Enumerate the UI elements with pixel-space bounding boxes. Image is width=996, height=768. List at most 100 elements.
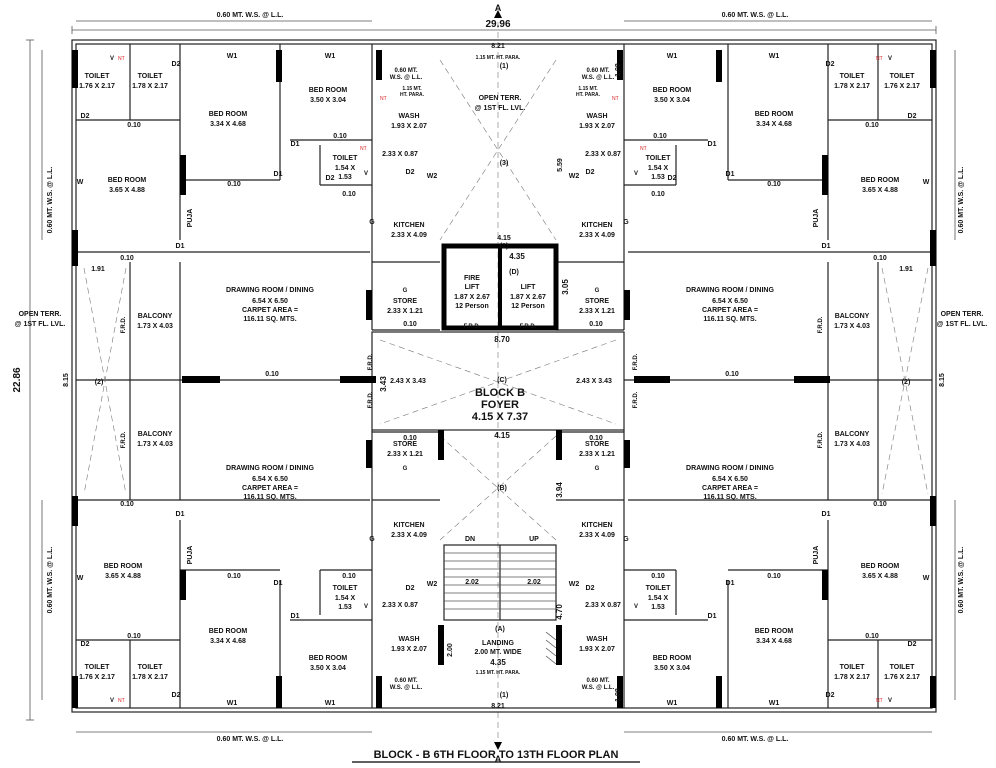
- carpet-tr-1: CARPET AREA =: [702, 307, 758, 314]
- stair-dn: DN: [465, 536, 475, 543]
- open-terr-left-2: @ 1ST FL. LVL.: [15, 321, 66, 328]
- toilet-b-size: 1.78 X 2.17: [132, 83, 168, 90]
- tag-w1-tl: W1: [227, 53, 238, 60]
- fire-lift-size: 1.87 X 2.67: [454, 294, 490, 301]
- wash-br-size: 1.93 X 2.07: [579, 646, 615, 653]
- para-short-tr-1: 1.15 MT.: [578, 86, 598, 92]
- balcony-bl-name: BALCONY: [138, 431, 173, 438]
- lift-shaft-dim: 4.35: [509, 252, 525, 261]
- ws-dim-top-left: 0.60 MT. W.S. @ L.L.: [217, 12, 284, 19]
- tag-w1-bl2: W1: [325, 700, 336, 707]
- tag-d1-6: D1: [274, 580, 283, 587]
- toilet-a-size: 1.76 X 2.17: [79, 83, 115, 90]
- passage-br: 2.33 X 0.87: [585, 602, 621, 609]
- lobby-right: 2.43 X 3.43: [576, 378, 612, 385]
- toilet-small-bl-s1: 1.54 X: [335, 595, 356, 602]
- tag-d2-9: D2: [406, 169, 415, 176]
- dim-191-left: 1.91: [91, 266, 105, 273]
- tag-g-3: G: [369, 536, 375, 543]
- carpet-br-2: 116.11 SQ. MTS.: [703, 494, 756, 501]
- toilet-small-br-s1: 1.54 X: [648, 595, 669, 602]
- kitchen-br-name: KITCHEN: [581, 522, 612, 529]
- tag-w1-br2: W1: [769, 700, 780, 707]
- toilet-small-tl-s2: 1.53: [338, 174, 352, 181]
- carpet-bl-2: 116.11 SQ. MTS.: [243, 494, 296, 501]
- para-short-tl-1: 1.15 MT.: [402, 86, 422, 92]
- dim-202-right: 2.02: [527, 579, 541, 586]
- dim-010-mid-right: 0.10: [725, 371, 739, 378]
- passage-bl: 2.33 X 0.87: [382, 602, 418, 609]
- kitchen-tl-name: KITCHEN: [393, 222, 424, 229]
- dim-415-foyer: 4.15: [494, 431, 510, 440]
- toilet-small-bl-s2: 1.53: [338, 604, 352, 611]
- tag-nt-8: NT: [612, 96, 619, 102]
- t010-h: 0.10: [227, 573, 241, 580]
- tag-w1-tr: W1: [667, 53, 678, 60]
- toilet-bl-b-name: TOILET: [138, 664, 163, 671]
- tag-nt-1: NT: [118, 56, 125, 62]
- wash-tl-name: WASH: [399, 113, 420, 120]
- frd-2: F.R.D.: [368, 391, 374, 408]
- tag-d1-11: D1: [708, 613, 717, 620]
- toilet-br-b-size: 1.78 X 2.17: [834, 674, 870, 681]
- tag-d2-5: D2: [81, 641, 90, 648]
- tag-d2-6: D2: [172, 692, 181, 699]
- tag-w2-3: W2: [427, 581, 438, 588]
- foyer-line3: 4.15 X 7.37: [472, 411, 528, 423]
- stair-treads: [444, 552, 557, 665]
- t010-g: 0.10: [120, 501, 134, 508]
- tag-nt-4: NT: [876, 698, 883, 704]
- t010-j: 0.10: [342, 573, 356, 580]
- passage-tr: 2.33 X 0.87: [585, 151, 621, 158]
- tag-v-8: V: [634, 604, 638, 610]
- dim-010-l1: 0.10: [120, 255, 134, 262]
- bed3-bl-size: 3.65 X 4.88: [105, 573, 141, 580]
- tag-d1-3: D1: [176, 243, 185, 250]
- mark-b: (B): [497, 485, 507, 492]
- store-bl-name: STORE: [393, 441, 417, 448]
- bed3-r-name: BED ROOM: [861, 177, 900, 184]
- toilet-rb-size: 1.78 X 2.17: [834, 83, 870, 90]
- store-br-size: 2.33 X 1.21: [579, 451, 615, 458]
- section-marker-bottom: A: [495, 754, 502, 764]
- wash-tl-size: 1.93 X 2.07: [391, 123, 427, 130]
- bed1-br-name: BED ROOM: [755, 628, 794, 635]
- bed3-name: BED ROOM: [108, 177, 147, 184]
- t010-m: 0.10: [653, 133, 667, 140]
- tag-w1-bl: W1: [227, 700, 238, 707]
- mark-c: (C): [497, 377, 507, 384]
- store-tl-name: STORE: [393, 298, 417, 305]
- tag-g-6: G: [595, 288, 600, 294]
- dimension-lines: [26, 10, 956, 750]
- drawing-bl-name: DRAWING ROOM / DINING: [226, 465, 314, 472]
- kitchen-bl-name: KITCHEN: [393, 522, 424, 529]
- toilet-br-a-name: TOILET: [890, 664, 915, 671]
- para-short-tl-2: HT. PARA.: [400, 92, 425, 98]
- ws-short-br-1: 0.60 MT.: [586, 678, 609, 684]
- passage-tl: 2.33 X 0.87: [382, 151, 418, 158]
- balcony-br-name: BALCONY: [835, 431, 870, 438]
- tag-w2-1: W2: [427, 173, 438, 180]
- wash-bl-name: WASH: [399, 636, 420, 643]
- tag-d1-4: D1: [176, 511, 185, 518]
- foyer-line1: BLOCK B: [475, 387, 525, 399]
- t010-u: 0.10: [873, 255, 887, 262]
- tag-v-7: V: [364, 604, 368, 610]
- ws-dim-right-2: 0.60 MT. W.S. @ L.L.: [958, 547, 965, 614]
- t010-p: 0.10: [589, 435, 603, 442]
- tag-g-2: G: [623, 219, 629, 226]
- t010-a: 0.10: [127, 122, 141, 129]
- t010-f: 0.10: [403, 435, 417, 442]
- puja-bl: PUJA: [187, 546, 194, 565]
- mark-1-core: (1): [500, 243, 509, 250]
- t010-t: 0.10: [651, 573, 665, 580]
- tag-d2-3: D2: [908, 113, 917, 120]
- t010-q: 0.10: [873, 501, 887, 508]
- tag-d1-2: D1: [274, 171, 283, 178]
- open-terr-left-1: OPEN TERR.: [19, 311, 62, 318]
- dim-394: 3.94: [555, 482, 564, 498]
- overall-width: 29.96: [485, 19, 510, 30]
- toilet-rb-name: TOILET: [840, 73, 865, 80]
- drawing-br-size: 6.54 X 6.50: [712, 476, 748, 483]
- dim-815-left: 8.15: [63, 373, 70, 387]
